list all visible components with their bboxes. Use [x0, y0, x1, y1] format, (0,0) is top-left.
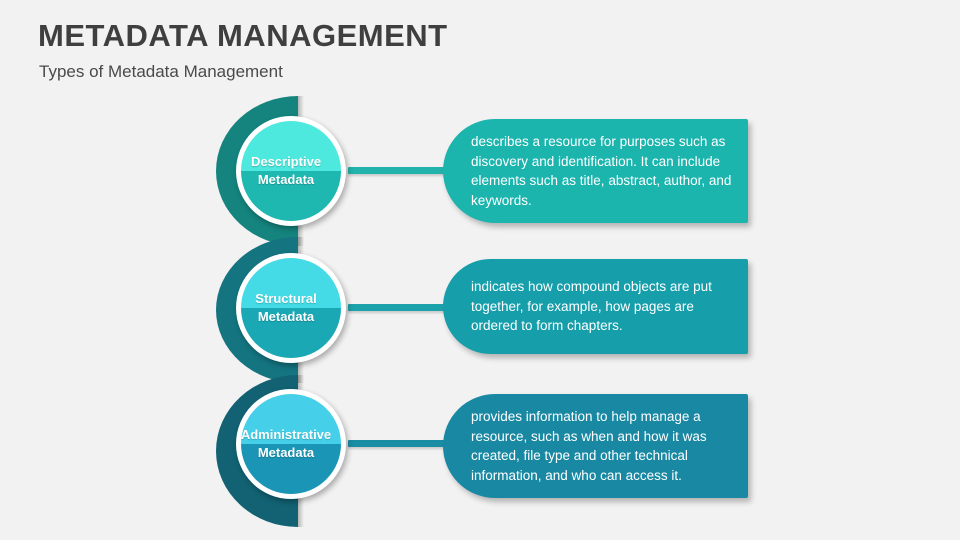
page-title: METADATA MANAGEMENT — [38, 18, 448, 53]
connector-structural — [348, 304, 448, 311]
node-structural-label-line1: Structural — [255, 291, 317, 306]
description-box-administrative: provides information to help manage a re… — [443, 394, 748, 498]
node-descriptive-bottom-half — [241, 171, 341, 221]
node-administrative-label-line2: Metadata — [257, 445, 315, 460]
page-subtitle: Types of Metadata Management — [39, 62, 283, 81]
description-text-structural: indicates how compound objects are put t… — [471, 279, 712, 334]
description-text-descriptive: describes a resource for purposes such a… — [471, 134, 732, 208]
node-administrative-label-line1: Administrative — [240, 427, 332, 442]
node-administrative[interactable]: Administrative Metadata — [236, 389, 346, 499]
description-text-administrative: provides information to help manage a re… — [471, 409, 707, 483]
node-structural-top-half — [241, 258, 341, 308]
node-administrative-label: Administrative Metadata — [225, 426, 347, 462]
connector-descriptive — [348, 167, 448, 174]
connector-administrative — [348, 440, 448, 447]
node-structural-label-line2: Metadata — [257, 309, 315, 324]
node-descriptive-label: Descriptive Metadata — [225, 153, 347, 189]
description-box-structural: indicates how compound objects are put t… — [443, 259, 748, 354]
node-administrative-disc — [241, 394, 341, 494]
node-structural-bottom-half — [241, 308, 341, 358]
node-structural-label: Structural Metadata — [225, 290, 347, 326]
node-structural-disc — [241, 258, 341, 358]
node-descriptive-disc — [241, 121, 341, 221]
node-descriptive-top-half — [241, 121, 341, 171]
node-administrative-top-half — [241, 394, 341, 444]
description-box-descriptive: describes a resource for purposes such a… — [443, 119, 748, 223]
node-descriptive-label-line2: Metadata — [257, 172, 315, 187]
node-descriptive-label-line1: Descriptive — [250, 154, 322, 169]
node-descriptive[interactable]: Descriptive Metadata — [236, 116, 346, 226]
node-administrative-bottom-half — [241, 444, 341, 494]
node-structural[interactable]: Structural Metadata — [236, 253, 346, 363]
